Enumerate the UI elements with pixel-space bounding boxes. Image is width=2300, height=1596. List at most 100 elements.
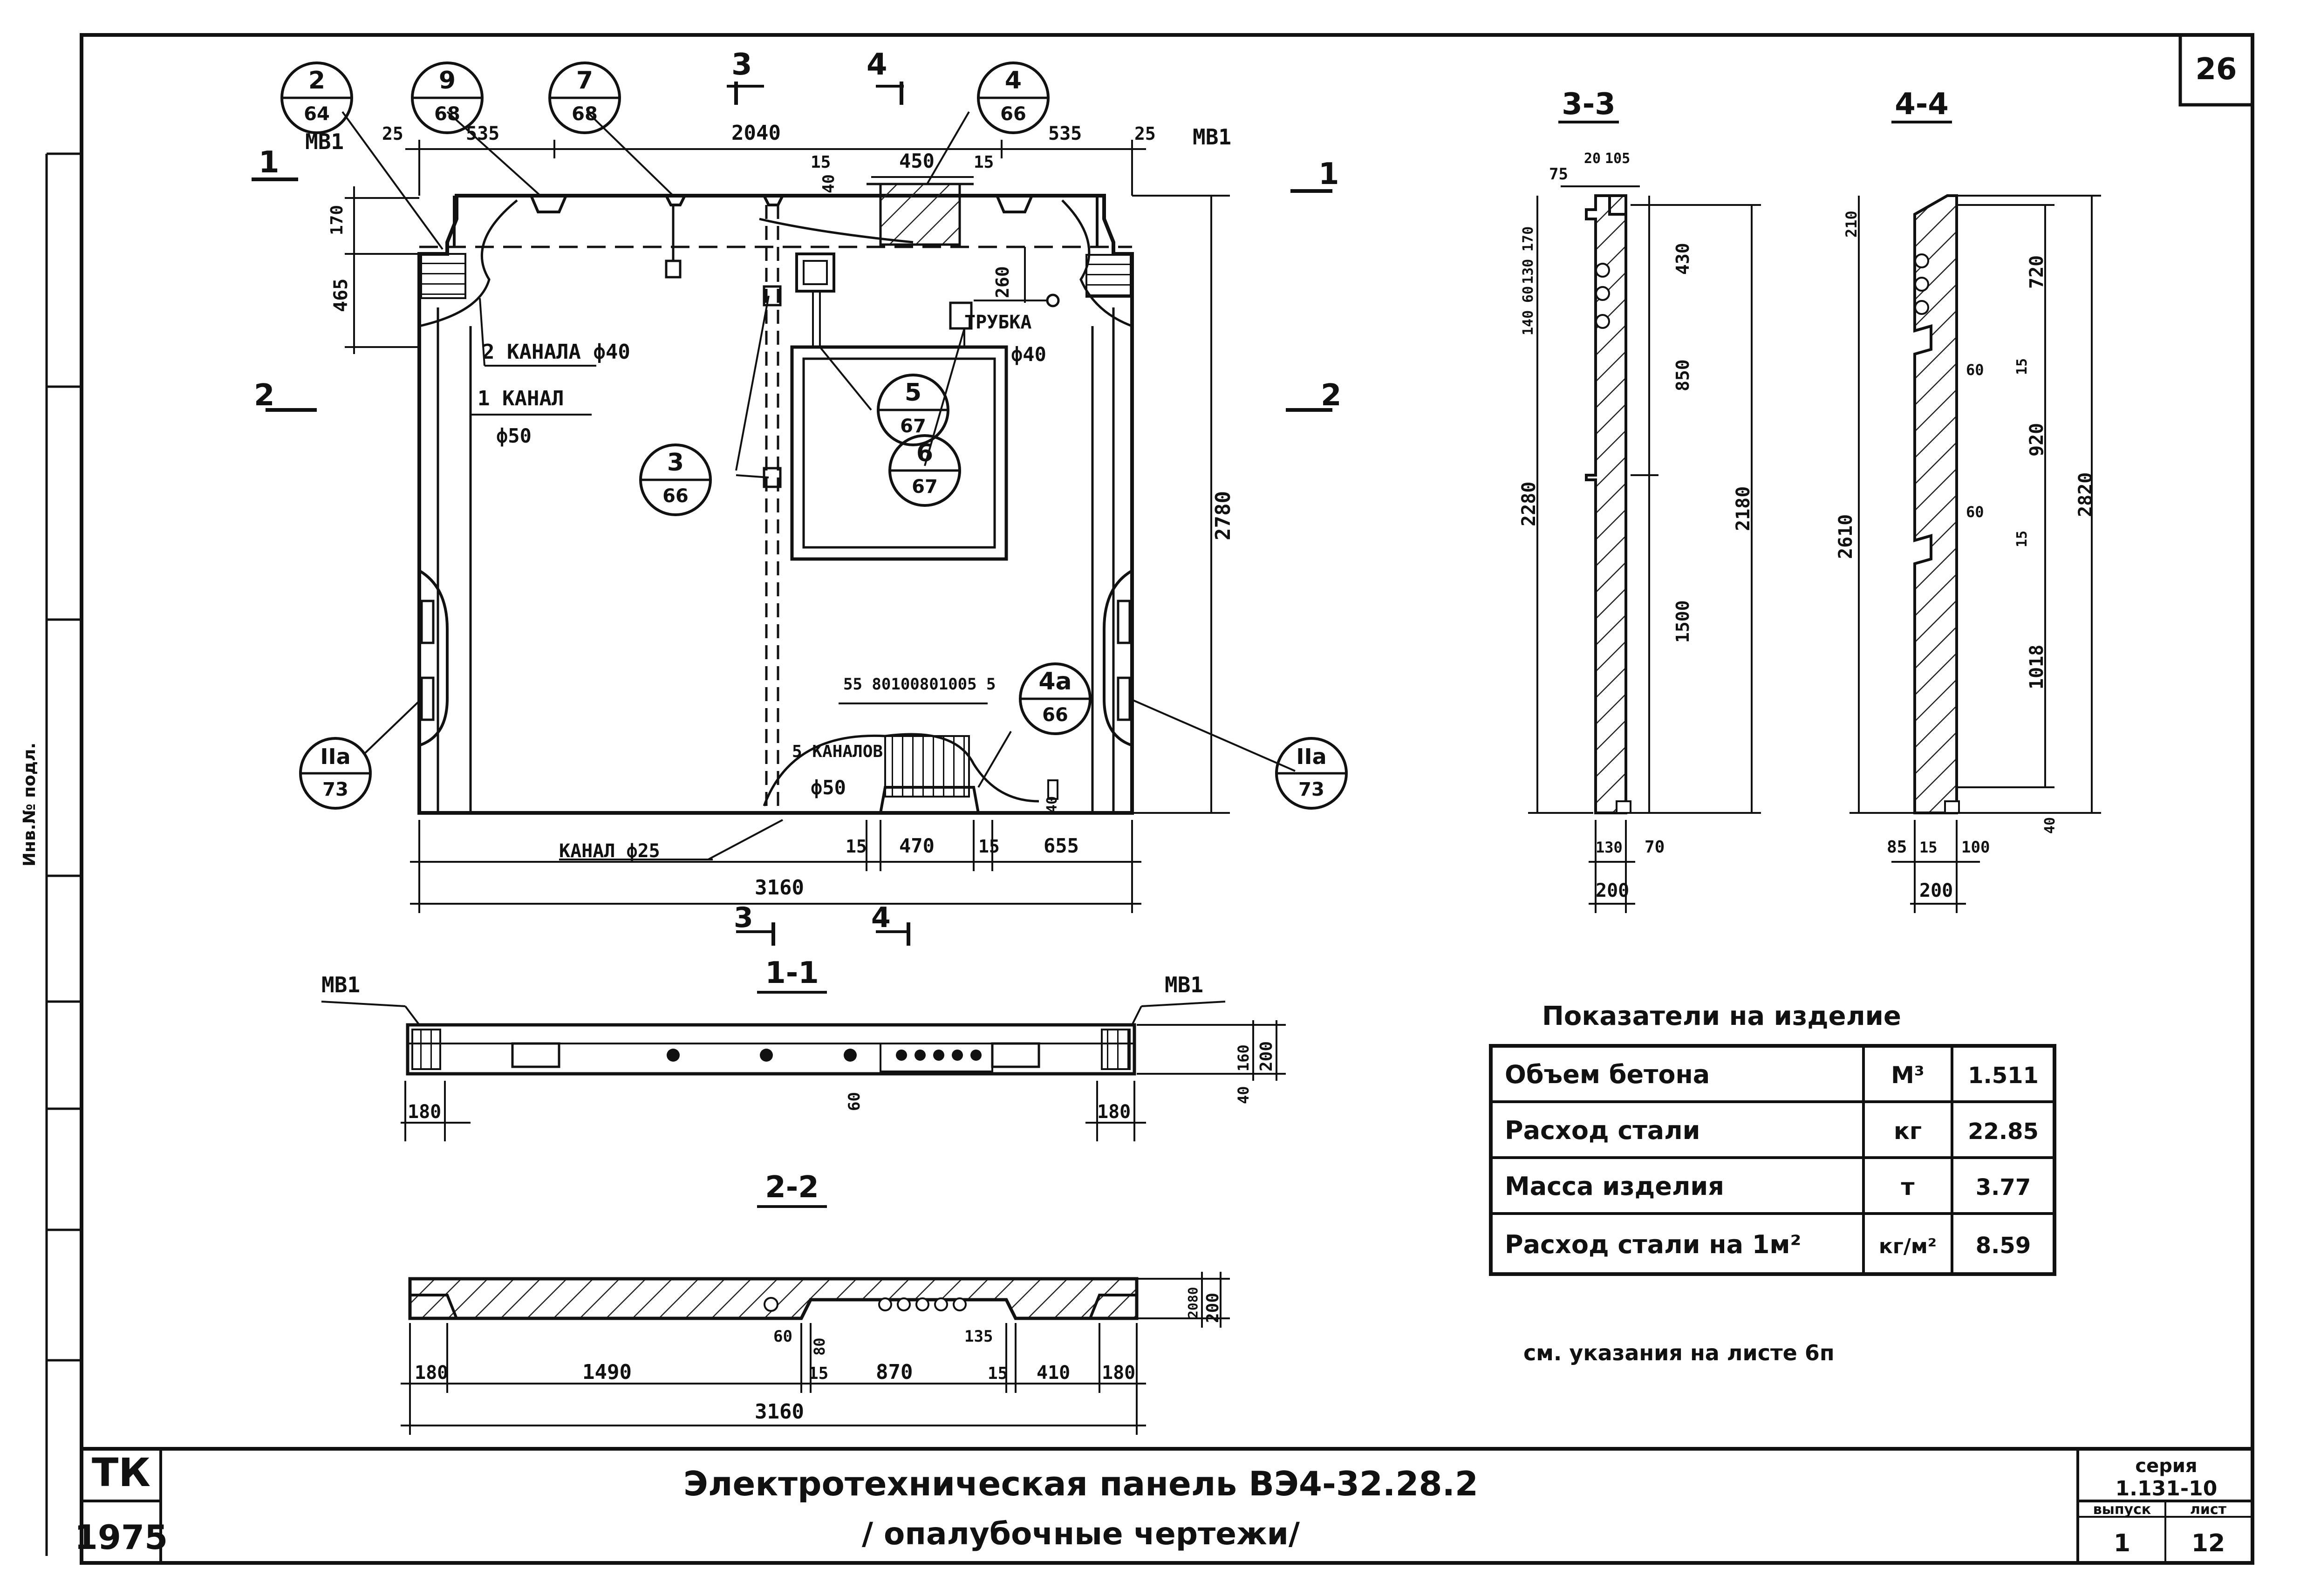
svg-text:МВ1: МВ1: [305, 129, 344, 154]
svg-text:200: 200: [1257, 1041, 1276, 1071]
svg-text:4: 4: [1005, 67, 1022, 95]
svg-text:МВ1: МВ1: [321, 972, 360, 997]
svg-text:850: 850: [1672, 359, 1693, 391]
svg-text:55 80100801005 5: 55 80100801005 5: [843, 675, 996, 694]
svg-text:15: 15: [846, 836, 867, 857]
svg-text:170: 170: [328, 205, 347, 235]
indicators-title: Показатели на изделие: [1542, 1001, 1901, 1031]
callout-7-68: 7 68: [548, 61, 621, 134]
elevation-dimensions: [252, 82, 1332, 946]
svg-text:60: 60: [1966, 361, 1984, 379]
svg-text:60: 60: [845, 1092, 864, 1111]
title-block: ТК 1975 Электротехническая панель ВЭ4-32…: [75, 1450, 2227, 1557]
svg-text:2780: 2780: [1211, 491, 1235, 540]
svg-text:1: 1: [1318, 157, 1339, 191]
svg-text:470: 470: [899, 834, 935, 857]
svg-text:2: 2: [254, 378, 275, 413]
svg-text:15: 15: [2014, 358, 2030, 375]
svg-text:15: 15: [811, 153, 831, 172]
svg-text:180: 180: [1097, 1101, 1131, 1123]
svg-text:60: 60: [1520, 286, 1536, 303]
panel-elevation: [417, 183, 1134, 815]
svg-text:160: 160: [1235, 1044, 1252, 1071]
svg-text:2820: 2820: [2075, 472, 2096, 517]
svg-text:25: 25: [1134, 123, 1156, 144]
side-binding-text: Инв.№ подл.: [20, 743, 39, 866]
svg-text:1500: 1500: [1672, 600, 1693, 643]
indicators-table: Показатели на изделие Объем бетона М³ 1.…: [1489, 1001, 2056, 1365]
svg-text:МВ1: МВ1: [1165, 972, 1203, 997]
svg-text:68: 68: [434, 103, 460, 125]
svg-text:535: 535: [1048, 123, 1082, 144]
svg-text:67: 67: [900, 416, 926, 437]
page-number: 26: [2195, 52, 2237, 87]
svg-text:IIа: IIа: [1296, 744, 1326, 769]
svg-text:170: 170: [1520, 226, 1536, 252]
series-label: серия: [2135, 1455, 2197, 1477]
svg-text:3: 3: [667, 449, 684, 477]
svg-text:66: 66: [662, 485, 689, 507]
svg-text:465: 465: [330, 279, 352, 312]
svg-text:Масса изделия: Масса изделия: [1505, 1172, 1724, 1201]
svg-text:200: 200: [1919, 880, 1953, 901]
svg-text:М³: М³: [1891, 1062, 1925, 1089]
svg-text:3.77: 3.77: [1976, 1174, 2031, 1200]
issue-label: выпуск: [2093, 1501, 2151, 1518]
svg-text:2280: 2280: [1518, 482, 1540, 526]
svg-text:2080: 2080: [1185, 1287, 1201, 1318]
callout-2-64: 2 64: [280, 61, 353, 134]
svg-text:15: 15: [988, 1364, 1008, 1383]
svg-text:2: 2: [308, 67, 325, 95]
svg-text:Расход стали на 1м²: Расход стали на 1м²: [1505, 1230, 1801, 1259]
svg-text:450: 450: [899, 150, 935, 172]
svg-text:т: т: [1901, 1173, 1915, 1200]
svg-text:15: 15: [2014, 531, 2030, 547]
svg-text:85: 85: [1887, 838, 1907, 857]
svg-text:Расход стали: Расход стали: [1505, 1116, 1700, 1145]
svg-text:2040: 2040: [731, 121, 781, 145]
svg-text:9: 9: [439, 67, 456, 95]
svg-text:80: 80: [811, 1337, 828, 1356]
svg-text:180: 180: [1102, 1362, 1135, 1384]
svg-text:200: 200: [1596, 880, 1629, 901]
svg-text:2: 2: [1321, 378, 1342, 413]
section-2-2: 2-2 180 1490 15 870 15: [401, 1170, 1230, 1435]
svg-text:70: 70: [1645, 838, 1665, 857]
indicator-row: Расход стали кг 22.85: [1505, 1116, 2039, 1145]
svg-text:73: 73: [1298, 779, 1324, 800]
svg-text:535: 535: [466, 123, 499, 144]
svg-text:5 КАНАЛОВ: 5 КАНАЛОВ: [792, 742, 883, 761]
svg-text:3: 3: [731, 48, 752, 82]
svg-text:67: 67: [912, 476, 938, 498]
svg-text:2180: 2180: [1733, 486, 1754, 531]
svg-text:8.59: 8.59: [1976, 1233, 2031, 1259]
svg-text:6: 6: [916, 439, 933, 467]
svg-text:410: 410: [1037, 1362, 1070, 1384]
indicator-row: Масса изделия т 3.77: [1505, 1172, 2031, 1201]
svg-text:ф50: ф50: [496, 424, 532, 447]
svg-text:140: 140: [1520, 310, 1536, 335]
sheet-title: Электротехническая панель ВЭ4-32.28.2: [683, 1464, 1478, 1503]
svg-text:260: 260: [992, 266, 1013, 298]
sheet-value: 12: [2191, 1529, 2225, 1557]
svg-text:ф40: ф40: [1011, 343, 1046, 366]
stamp-year: 1975: [75, 1518, 168, 1557]
svg-text:655: 655: [1044, 834, 1079, 857]
svg-text:15: 15: [978, 836, 1000, 857]
svg-text:40: 40: [2042, 817, 2058, 834]
callout-IIa-73-right: IIа 73: [1275, 737, 1348, 810]
callout-5-67: 5 67: [877, 374, 949, 446]
section-4-4-title: 4-4: [1895, 87, 1949, 122]
sheet-subtitle: / опалубочные чертежи/: [862, 1516, 1300, 1552]
svg-text:4: 4: [871, 901, 891, 934]
callout-6-67: 6 67: [888, 434, 961, 507]
svg-text:430: 430: [1672, 243, 1693, 275]
svg-text:720: 720: [2026, 255, 2047, 289]
svg-text:105: 105: [1605, 150, 1630, 167]
svg-text:73: 73: [322, 779, 348, 800]
svg-text:4: 4: [867, 48, 887, 82]
svg-text:40: 40: [1044, 796, 1060, 813]
svg-text:130: 130: [1520, 259, 1536, 284]
section-2-2-title: 2-2: [765, 1170, 819, 1205]
